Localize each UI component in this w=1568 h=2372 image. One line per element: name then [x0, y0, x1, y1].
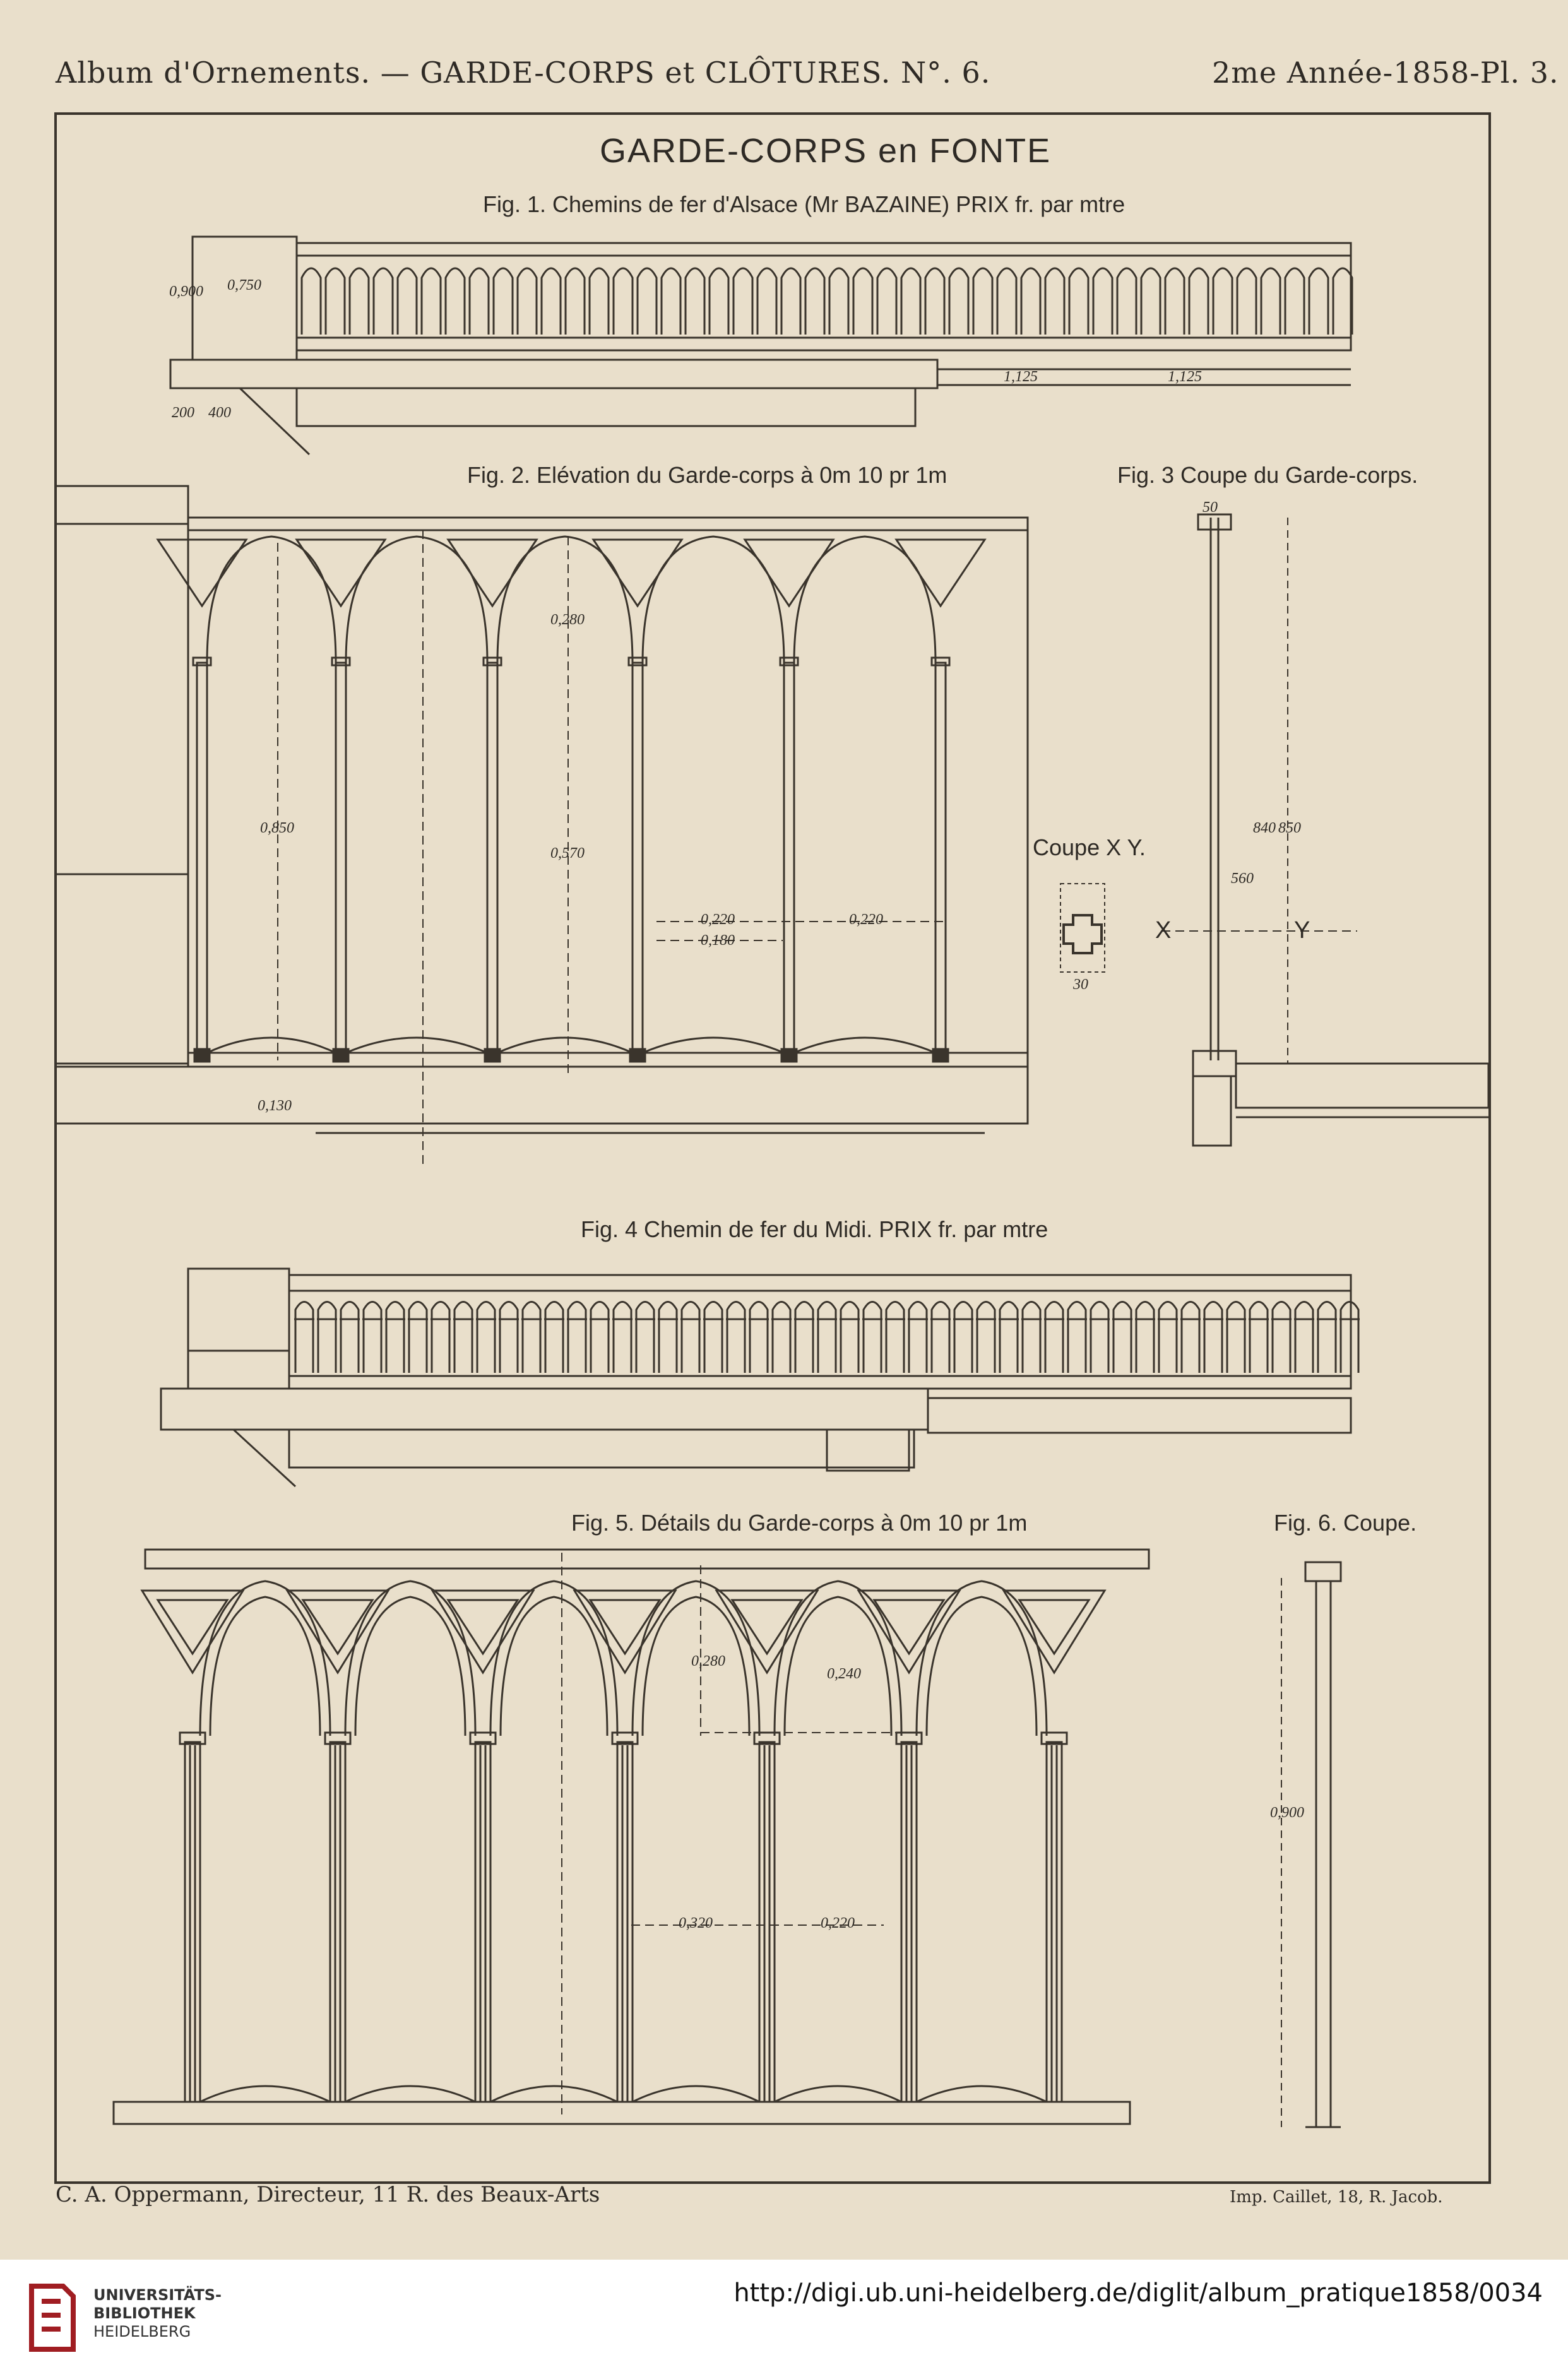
label-y: Y — [1294, 917, 1310, 944]
plate-title: GARDE-CORPS en FONTE — [600, 132, 1052, 170]
dim-label: 0,220 — [701, 911, 735, 928]
dim-label: 0,750 — [227, 277, 261, 294]
dim-label: 1,125 — [1004, 369, 1038, 385]
fig2-caption: Fig. 2. Elévation du Garde-corps à 0m 10… — [467, 462, 947, 488]
fig4-caption: Fig. 4 Chemin de fer du Midi. PRIX fr. p… — [581, 1216, 1048, 1242]
dim-label: 30 — [1073, 976, 1088, 993]
dim-label: 0,220 — [821, 1915, 855, 1931]
library-line-2: BIBLIOTHEK — [93, 2304, 196, 2322]
fig1-caption: Fig. 1. Chemins de fer d'Alsace (Mr BAZA… — [483, 191, 1126, 217]
header-right: 2me Année-1858-Pl. 3. — [1212, 56, 1559, 90]
dim-label: 840 — [1253, 820, 1276, 836]
fig6-caption: Fig. 6. Coupe. — [1274, 1510, 1417, 1536]
dim-label: 0,900 — [169, 283, 203, 300]
dim-label: 1,125 — [1168, 369, 1202, 385]
dim-label: 0,130 — [258, 1098, 292, 1114]
dim-label: 50 — [1203, 499, 1218, 516]
library-line-1: UNIVERSITÄTS- — [93, 2286, 222, 2304]
label-x: X — [1155, 917, 1172, 944]
publisher-credit: C. A. Oppermann, Directeur, 11 R. des Be… — [56, 2182, 600, 2207]
dim-label: 400 — [208, 405, 231, 421]
dim-label: 850 — [1278, 820, 1301, 836]
printer-credit: Imp. Caillet, 18, R. Jacob. — [1230, 2188, 1443, 2207]
dim-label: 0,180 — [701, 932, 735, 949]
coupe-xy-caption: Coupe X Y. — [1033, 834, 1146, 860]
dim-label: 0,320 — [679, 1915, 713, 1931]
library-name: UNIVERSITÄTS- BIBLIOTHEK HEIDELBERG — [93, 2286, 222, 2341]
dim-label: 0,900 — [1270, 1805, 1304, 1821]
plate-sheet — [0, 0, 1568, 2260]
dim-label: 0,240 — [827, 1666, 861, 1682]
dim-label: 0,570 — [550, 845, 585, 862]
university-logo-icon — [29, 2284, 76, 2352]
source-url-link[interactable]: http://digi.ub.uni-heidelberg.de/diglit/… — [734, 2279, 1543, 2308]
library-footer — [0, 2260, 1568, 2372]
engraving-drawing — [54, 112, 1491, 2184]
dim-label: 200 — [172, 405, 194, 421]
dim-label: 0,850 — [260, 820, 294, 836]
fig5-caption: Fig. 5. Détails du Garde-corps à 0m 10 p… — [571, 1510, 1028, 1536]
dim-label: 560 — [1231, 870, 1254, 887]
header-left: Album d'Ornements. — GARDE-CORPS et CLÔT… — [56, 56, 991, 90]
fig3-caption: Fig. 3 Coupe du Garde-corps. — [1117, 462, 1418, 488]
dim-label: 0,280 — [550, 612, 585, 628]
dim-label: 0,280 — [691, 1653, 725, 1669]
library-line-3: HEIDELBERG — [93, 2323, 191, 2340]
dim-label: 0,220 — [849, 911, 883, 928]
